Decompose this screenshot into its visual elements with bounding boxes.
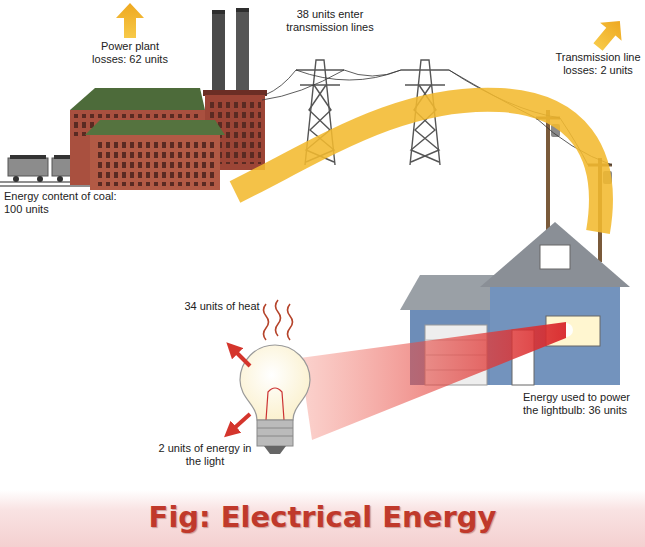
lightbulb — [240, 345, 310, 454]
loss-arrow — [587, 12, 630, 56]
callout-label: 34 units of heat — [182, 300, 262, 313]
callout-label: 38 units enter transmission lines — [280, 8, 380, 34]
power-plant — [236, 8, 249, 12]
coal-train — [37, 176, 43, 182]
power-plant — [70, 88, 205, 110]
power-plant — [70, 8, 267, 190]
callout-label: 2 units of energy in the light — [150, 442, 260, 468]
output-arrow — [230, 414, 250, 432]
lightbulb — [257, 420, 293, 446]
figure-caption: Fig: Electrical Energy — [0, 500, 645, 534]
energy-flow-band — [235, 100, 601, 232]
power-plant — [212, 10, 225, 102]
callout-label: Energy used to power the lightbulb: 36 u… — [523, 391, 641, 417]
output-arrow — [232, 348, 250, 366]
caption-band — [0, 490, 645, 547]
transmission-tower — [401, 70, 449, 85]
house — [480, 222, 630, 287]
power-wire — [296, 70, 401, 80]
lightbulb — [240, 345, 310, 420]
energy-beam — [300, 322, 566, 440]
power-wire — [262, 70, 344, 100]
heat-waves — [288, 304, 293, 340]
power-plant — [90, 135, 220, 190]
callout-label: Energy content of coal: 100 units — [4, 190, 124, 216]
house — [540, 245, 570, 269]
power-plant — [236, 8, 249, 102]
power-plant — [85, 120, 225, 135]
output-arrow — [230, 348, 250, 432]
loss-arrow — [116, 3, 144, 38]
heat-waves — [276, 300, 281, 336]
coal-train — [10, 155, 46, 159]
lightbulb — [257, 428, 293, 429]
power-plant — [94, 140, 216, 186]
coal-train — [57, 176, 63, 182]
callout-label: Transmission line losses: 2 units — [555, 51, 641, 77]
callout-label: Power plant losses: 62 units — [92, 40, 168, 66]
coal-train — [8, 158, 48, 176]
heat-waves — [264, 300, 293, 340]
lightbulb — [264, 446, 286, 454]
heat-waves — [264, 304, 269, 340]
power-plant — [212, 10, 225, 14]
power-wire — [265, 70, 296, 95]
coal-train — [13, 176, 19, 182]
lightbulb — [266, 388, 284, 420]
lightbulb — [257, 436, 293, 437]
